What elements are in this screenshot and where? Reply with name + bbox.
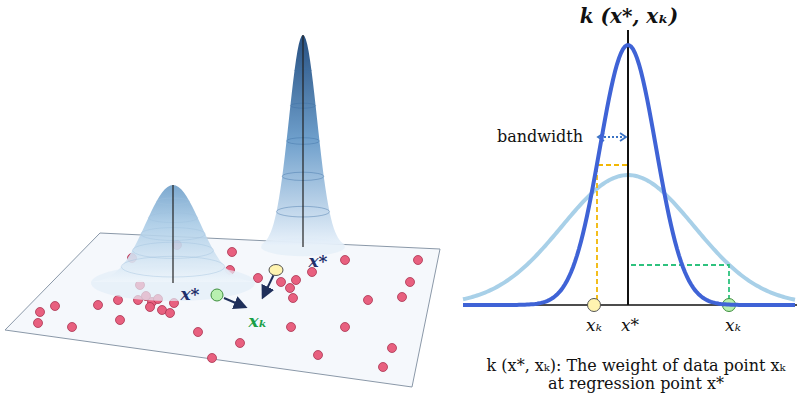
yellow-point (588, 299, 601, 312)
narrow-kernel (463, 45, 795, 305)
caption: k (x*, xₖ): The weight of data point xₖ … (486, 357, 786, 394)
yellow-point (269, 265, 283, 276)
data-point (68, 323, 77, 332)
yellow-guide (597, 165, 628, 300)
data-point (388, 344, 397, 353)
data-point (286, 284, 295, 293)
kernel-plot (463, 30, 797, 312)
data-point (414, 256, 423, 265)
peak-line (172, 185, 173, 283)
plane (5, 233, 440, 387)
data-point (236, 339, 245, 348)
axis-label: xₖ (586, 316, 602, 336)
pointer-arrow (224, 298, 245, 307)
data-point (287, 323, 296, 332)
arrow-head (620, 133, 626, 141)
peak-line (302, 35, 303, 247)
data-point (289, 294, 298, 303)
axis-label: x* (621, 316, 639, 336)
data-points (34, 241, 423, 372)
green-guide (628, 265, 729, 300)
data-point (228, 248, 237, 257)
data-point (146, 303, 155, 312)
data-point (398, 293, 407, 302)
point-label: x* (308, 252, 327, 272)
point-label: x* (180, 285, 199, 305)
bandwidth-label: bandwidth (497, 128, 583, 146)
data-point (277, 278, 286, 287)
data-point (36, 308, 45, 317)
point-label: xₖ (248, 312, 267, 332)
data-point (341, 256, 350, 265)
data-point (292, 276, 301, 285)
data-point (364, 296, 373, 305)
data-point (208, 354, 217, 363)
data-point (406, 278, 415, 287)
data-point (341, 323, 350, 332)
data-point (379, 363, 388, 372)
data-point (51, 302, 60, 311)
data-point (116, 316, 125, 325)
axis-label: xₖ (725, 316, 741, 336)
data-point (34, 319, 43, 328)
data-point (314, 351, 323, 360)
plot-title: k (x*, xₖ) (580, 5, 678, 28)
data-point (94, 301, 103, 310)
data-point (166, 309, 175, 318)
data-point (254, 274, 263, 283)
green-point (211, 289, 223, 301)
kernel-surfaces (91, 35, 345, 301)
center-line (627, 30, 629, 305)
data-point (194, 328, 203, 337)
